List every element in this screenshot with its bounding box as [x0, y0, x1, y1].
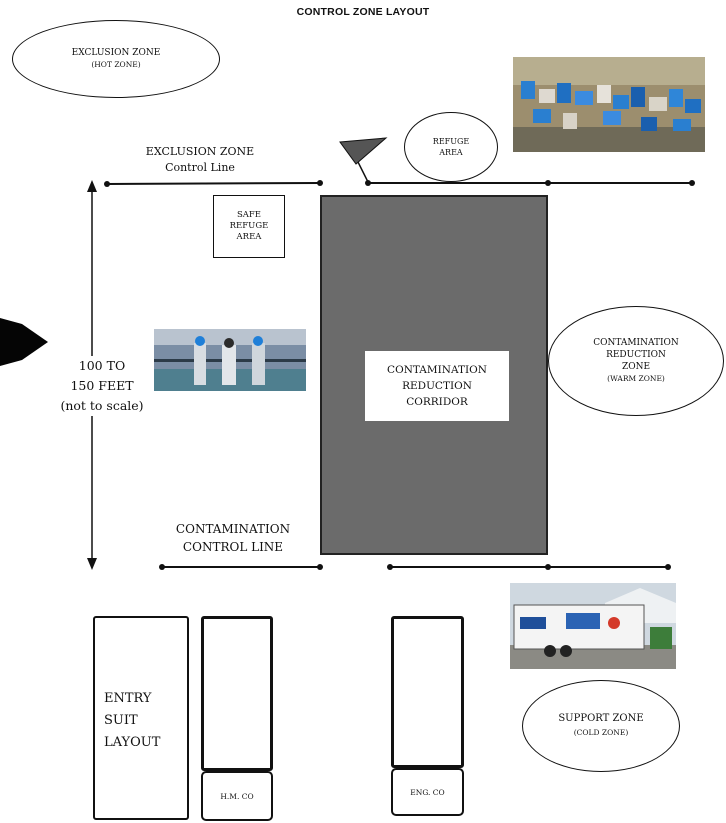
distance-line1: 100 TO — [78, 358, 126, 373]
contamination-reduction-zone-ellipse: CONTAMINATION REDUCTION ZONE (WARM ZONE) — [548, 306, 724, 416]
refuge-area-line1: REFUGE — [432, 137, 470, 146]
safe-refuge-line1: SAFE — [236, 210, 262, 220]
contamination-control-line-label: CONTAMINATION CONTROL LINE — [150, 520, 316, 556]
safe-refuge-line2: REFUGE — [229, 221, 269, 231]
exclusion-control-line1: EXCLUSION ZONE — [145, 145, 255, 158]
hazardous-barrels-photo — [513, 57, 705, 152]
support-zone-sublabel: (COLD ZONE) — [573, 728, 629, 737]
entry-suit-line3: LAYOUT — [104, 735, 161, 750]
support-zone-ellipse: SUPPORT ZONE (COLD ZONE) — [522, 680, 680, 772]
reduction-zone-line3: ZONE — [621, 362, 651, 372]
reduction-zone-line2: REDUCTION — [606, 350, 666, 360]
exclusion-control-line2: Control Line — [165, 161, 235, 174]
contamination-control-line1: CONTAMINATION — [175, 522, 291, 536]
exclusion-zone-ellipse: EXCLUSION ZONE (HOT ZONE) — [12, 20, 220, 98]
entry-suit-line1: ENTRY — [104, 691, 152, 706]
hm-co-cab: H.M. CO — [201, 771, 273, 821]
safe-refuge-line3: AREA — [236, 232, 262, 242]
safe-refuge-area-box: SAFE REFUGE AREA — [213, 195, 285, 258]
exclusion-control-line-left — [104, 180, 323, 187]
wind-direction-arrow-icon — [0, 318, 48, 366]
contamination-control-line-right — [387, 564, 671, 570]
entry-suit-layout-label: ENTRY SUIT LAYOUT — [104, 688, 184, 754]
exclusion-zone-sublabel: (HOT ZONE) — [91, 60, 141, 69]
refuge-area-line2: AREA — [439, 148, 463, 157]
entry-suit-line2: SUIT — [104, 713, 138, 728]
barrels-image — [513, 57, 705, 152]
entry-suit-layout-box — [93, 616, 189, 820]
corridor-line2: REDUCTION — [402, 380, 472, 392]
eng-co-cab: ENG. CO — [391, 768, 464, 816]
workers-image — [154, 329, 306, 391]
distance-line3: (not to scale) — [60, 398, 144, 413]
trailer-image — [510, 583, 676, 669]
contamination-control-line-left — [159, 564, 323, 570]
eng-co-truck-body — [391, 616, 464, 768]
exclusion-zone-label: EXCLUSION ZONE — [71, 48, 161, 58]
command-trailer-photo — [510, 583, 676, 669]
exclusion-control-line-right — [365, 180, 695, 186]
workers-protective-suits-photo — [154, 329, 306, 391]
corridor-line3: CORRIDOR — [406, 396, 468, 408]
distance-label: 100 TO 150 FEET (not to scale) — [48, 356, 156, 416]
hm-co-truck-body — [201, 616, 273, 771]
contamination-control-line2: CONTROL LINE — [182, 540, 284, 554]
corridor-line1: CONTAMINATION — [387, 364, 487, 376]
exclusion-control-line-label: EXCLUSION ZONE Control Line — [130, 144, 270, 176]
reduction-zone-line4: (WARM ZONE) — [607, 374, 665, 383]
refuge-area-ellipse: REFUGE AREA — [404, 112, 498, 182]
support-zone-label: SUPPORT ZONE — [558, 713, 644, 724]
eng-co-label: ENG. CO — [410, 787, 445, 797]
distance-line2: 150 FEET — [70, 378, 134, 393]
diagram-title: CONTROL ZONE LAYOUT — [296, 6, 430, 18]
reduction-zone-line1: CONTAMINATION — [593, 338, 679, 348]
wind-flag-icon — [339, 137, 388, 183]
hm-co-label: H.M. CO — [220, 791, 254, 801]
corridor-label-box: CONTAMINATION REDUCTION CORRIDOR — [365, 351, 509, 421]
